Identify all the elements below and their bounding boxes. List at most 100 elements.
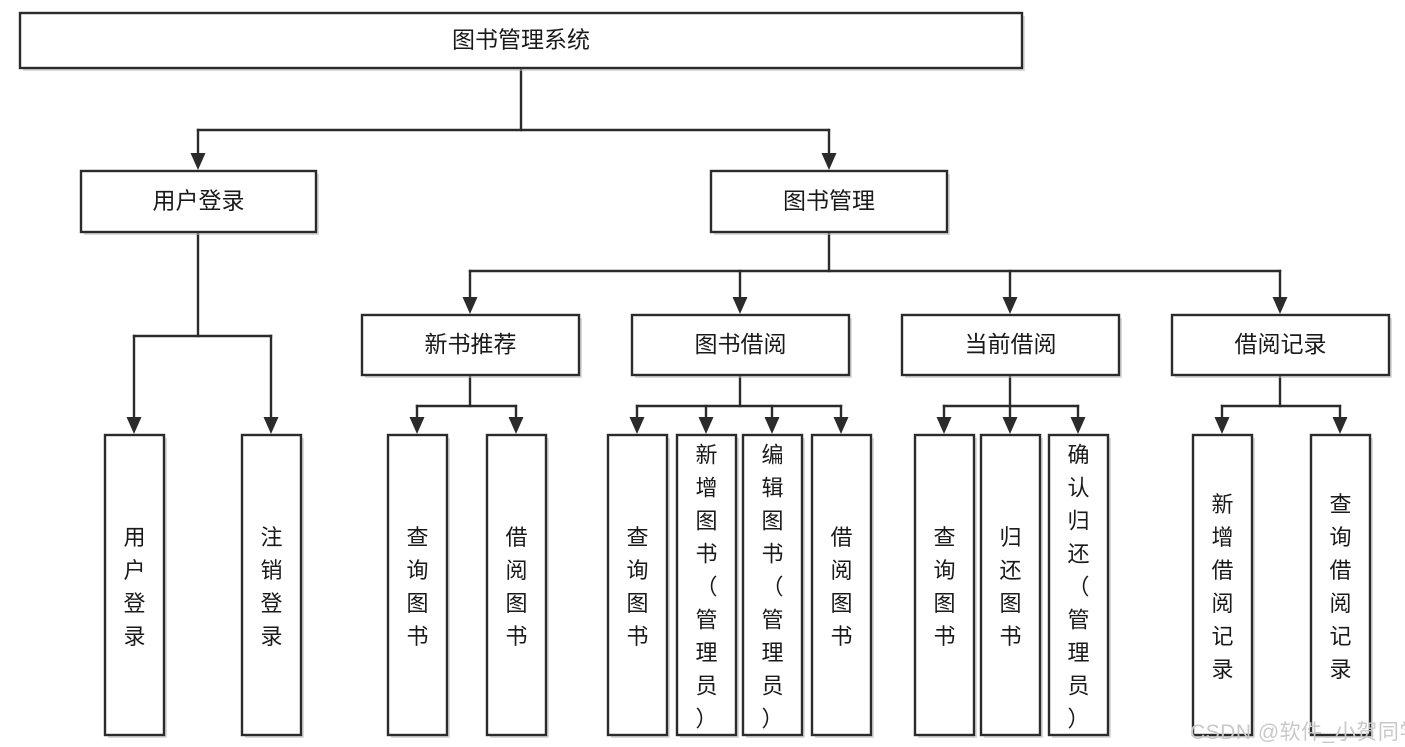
svg-text:借: 借: [505, 525, 527, 550]
node-root[interactable]: 图书管理系统: [18, 11, 1025, 71]
node-borrow-record[interactable]: 借阅记录: [1170, 313, 1392, 378]
node-box-leaf-confirm-return[interactable]: [1047, 433, 1110, 737]
node-label-current-borrow: 当前借阅: [965, 331, 1057, 357]
svg-text:查: 查: [626, 525, 648, 550]
svg-text:员: 员: [695, 674, 717, 699]
svg-text:）: ）: [695, 707, 717, 732]
svg-text:图: 图: [505, 591, 527, 616]
node-box-leaf-borrow-book-rec[interactable]: [485, 433, 548, 737]
node-box-leaf-query-book-borrow[interactable]: [606, 433, 669, 737]
node-label-book-manage: 图书管理: [783, 188, 875, 214]
svg-text:理: 理: [695, 641, 717, 666]
svg-text:书: 书: [695, 542, 717, 567]
svg-text:员: 员: [1067, 674, 1089, 699]
svg-text:注: 注: [260, 525, 282, 550]
svg-text:录: 录: [1211, 657, 1233, 682]
node-box-leaf-query-book-cur[interactable]: [913, 433, 976, 737]
node-box-new-book-rec[interactable]: [360, 313, 581, 377]
node-new-book-rec[interactable]: 新书推荐: [360, 313, 582, 378]
svg-text:图: 图: [830, 591, 852, 616]
svg-text:查: 查: [1329, 492, 1351, 517]
node-box-leaf-add-record[interactable]: [1191, 433, 1254, 737]
connector-new-book-rec-bus: [409, 373, 524, 434]
node-box-book-manage[interactable]: [709, 169, 949, 234]
svg-text:还: 还: [999, 558, 1021, 583]
svg-text:增: 增: [695, 476, 717, 501]
svg-text:阅: 阅: [1329, 591, 1351, 616]
svg-text:图: 图: [933, 591, 955, 616]
node-box-leaf-edit-book[interactable]: [741, 433, 804, 737]
node-label-borrow-record: 借阅记录: [1235, 331, 1327, 357]
svg-text:确: 确: [1067, 443, 1089, 468]
connector-borrow-record-bus: [1214, 373, 1348, 434]
svg-text:书: 书: [406, 624, 428, 649]
connectors-layer: [126, 66, 1348, 434]
node-box-borrow-record[interactable]: [1170, 313, 1391, 377]
node-box-leaf-return-book[interactable]: [979, 433, 1042, 737]
svg-text:户: 户: [123, 558, 145, 583]
node-current-borrow[interactable]: 当前借阅: [900, 313, 1122, 378]
node-label-user-login: 用户登录: [153, 188, 245, 214]
svg-text:记: 记: [1211, 624, 1233, 649]
node-label-leaf-user-login: 用户登录: [123, 525, 145, 649]
svg-text:询: 询: [933, 558, 955, 583]
connector-book-manage-bus: [462, 230, 1288, 314]
svg-text:归: 归: [1067, 509, 1089, 534]
svg-text:阅: 阅: [830, 558, 852, 583]
node-leaf-user-login[interactable]: 用户登录: [103, 433, 167, 738]
svg-text:（: （: [695, 575, 717, 600]
node-box-root[interactable]: [18, 11, 1024, 70]
svg-text:记: 记: [1329, 624, 1351, 649]
node-box-leaf-query-book-rec[interactable]: [386, 433, 449, 737]
node-book-manage[interactable]: 图书管理: [709, 169, 950, 235]
node-box-book-borrow[interactable]: [630, 313, 851, 377]
svg-text:（: （: [761, 575, 783, 600]
node-box-user-login[interactable]: [79, 169, 318, 234]
svg-text:询: 询: [1329, 525, 1351, 550]
node-label-root: 图书管理系统: [452, 27, 590, 53]
node-box-leaf-add-book[interactable]: [675, 433, 738, 737]
node-box-leaf-borrow-book[interactable]: [810, 433, 873, 737]
svg-text:借: 借: [1211, 558, 1233, 583]
svg-text:员: 员: [761, 674, 783, 699]
svg-text:书: 书: [933, 624, 955, 649]
connector-book-borrow-bus: [629, 373, 849, 434]
svg-text:还: 还: [1067, 542, 1089, 567]
node-box-leaf-user-login[interactable]: [103, 433, 166, 737]
svg-text:询: 询: [626, 558, 648, 583]
svg-text:理: 理: [761, 641, 783, 666]
node-user-login[interactable]: 用户登录: [79, 169, 319, 235]
svg-text:认: 认: [1067, 476, 1089, 501]
csdn-watermark: CSDN @软件_小贺同学: [1190, 721, 1405, 744]
node-book-borrow[interactable]: 图书借阅: [630, 313, 852, 378]
svg-text:图: 图: [626, 591, 648, 616]
node-box-leaf-query-record[interactable]: [1309, 433, 1372, 737]
node-box-current-borrow[interactable]: [900, 313, 1121, 377]
node-box-leaf-logout[interactable]: [240, 433, 303, 737]
svg-text:查: 查: [406, 525, 428, 550]
svg-text:增: 增: [1211, 525, 1233, 550]
svg-text:书: 书: [830, 624, 852, 649]
